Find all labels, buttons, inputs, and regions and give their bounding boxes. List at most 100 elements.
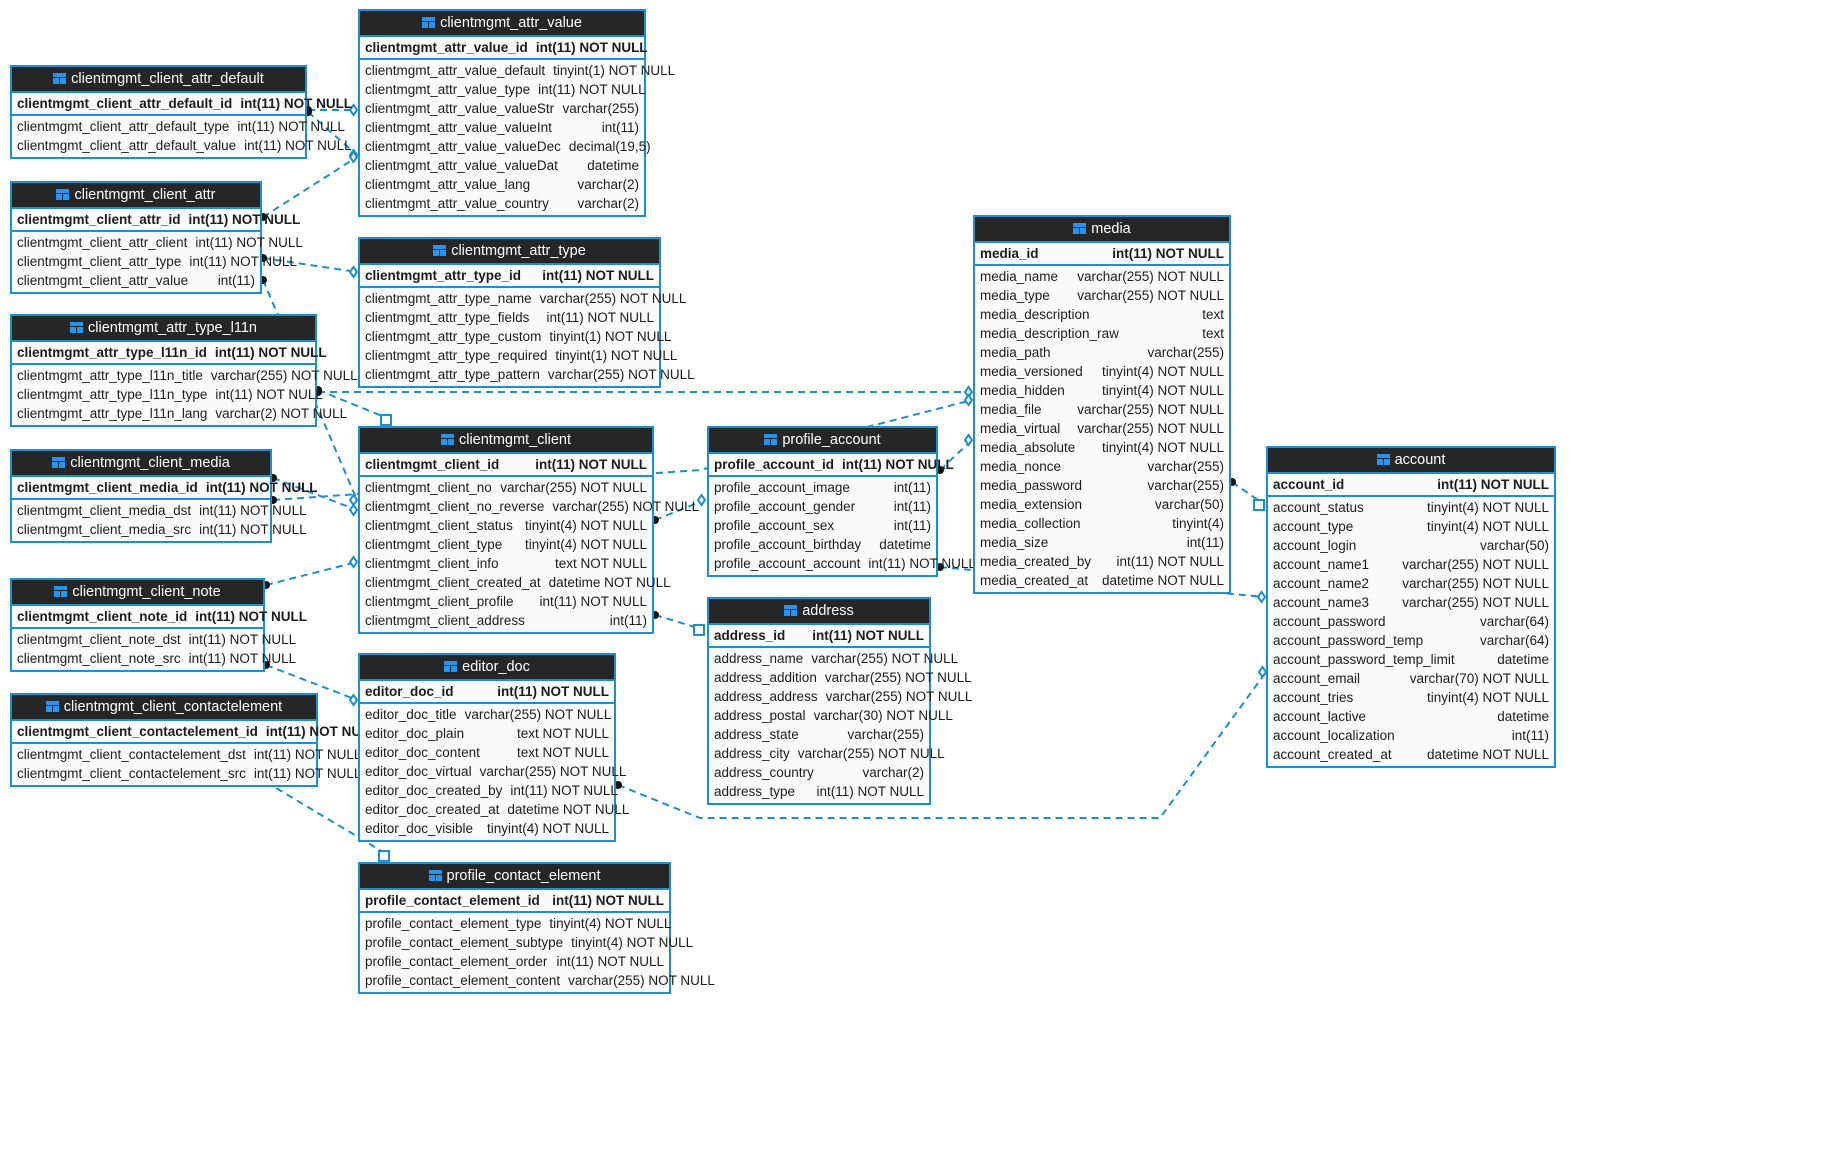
relationship-link[interactable] xyxy=(651,611,706,636)
entity-header[interactable]: clientmgmt_client xyxy=(360,428,652,452)
entity-header[interactable]: media xyxy=(975,217,1229,241)
relationship-link[interactable] xyxy=(314,385,974,399)
entity-header[interactable]: profile_account xyxy=(709,428,936,452)
entity-header[interactable]: clientmgmt_client_attr xyxy=(12,183,260,207)
relationship-link[interactable] xyxy=(262,555,359,589)
entity-header[interactable]: clientmgmt_attr_type_l11n xyxy=(12,316,315,340)
relationship-link[interactable] xyxy=(1228,478,1266,511)
entity-header[interactable]: clientmgmt_client_media xyxy=(12,451,270,475)
entity-header[interactable]: account xyxy=(1268,448,1554,472)
entity-header[interactable]: clientmgmt_attr_type xyxy=(360,239,659,263)
entity-header[interactable]: clientmgmt_client_attr_default xyxy=(12,67,305,91)
entity-header[interactable]: clientmgmt_attr_value xyxy=(360,11,644,35)
entity-header[interactable]: clientmgmt_client_note xyxy=(12,580,263,604)
